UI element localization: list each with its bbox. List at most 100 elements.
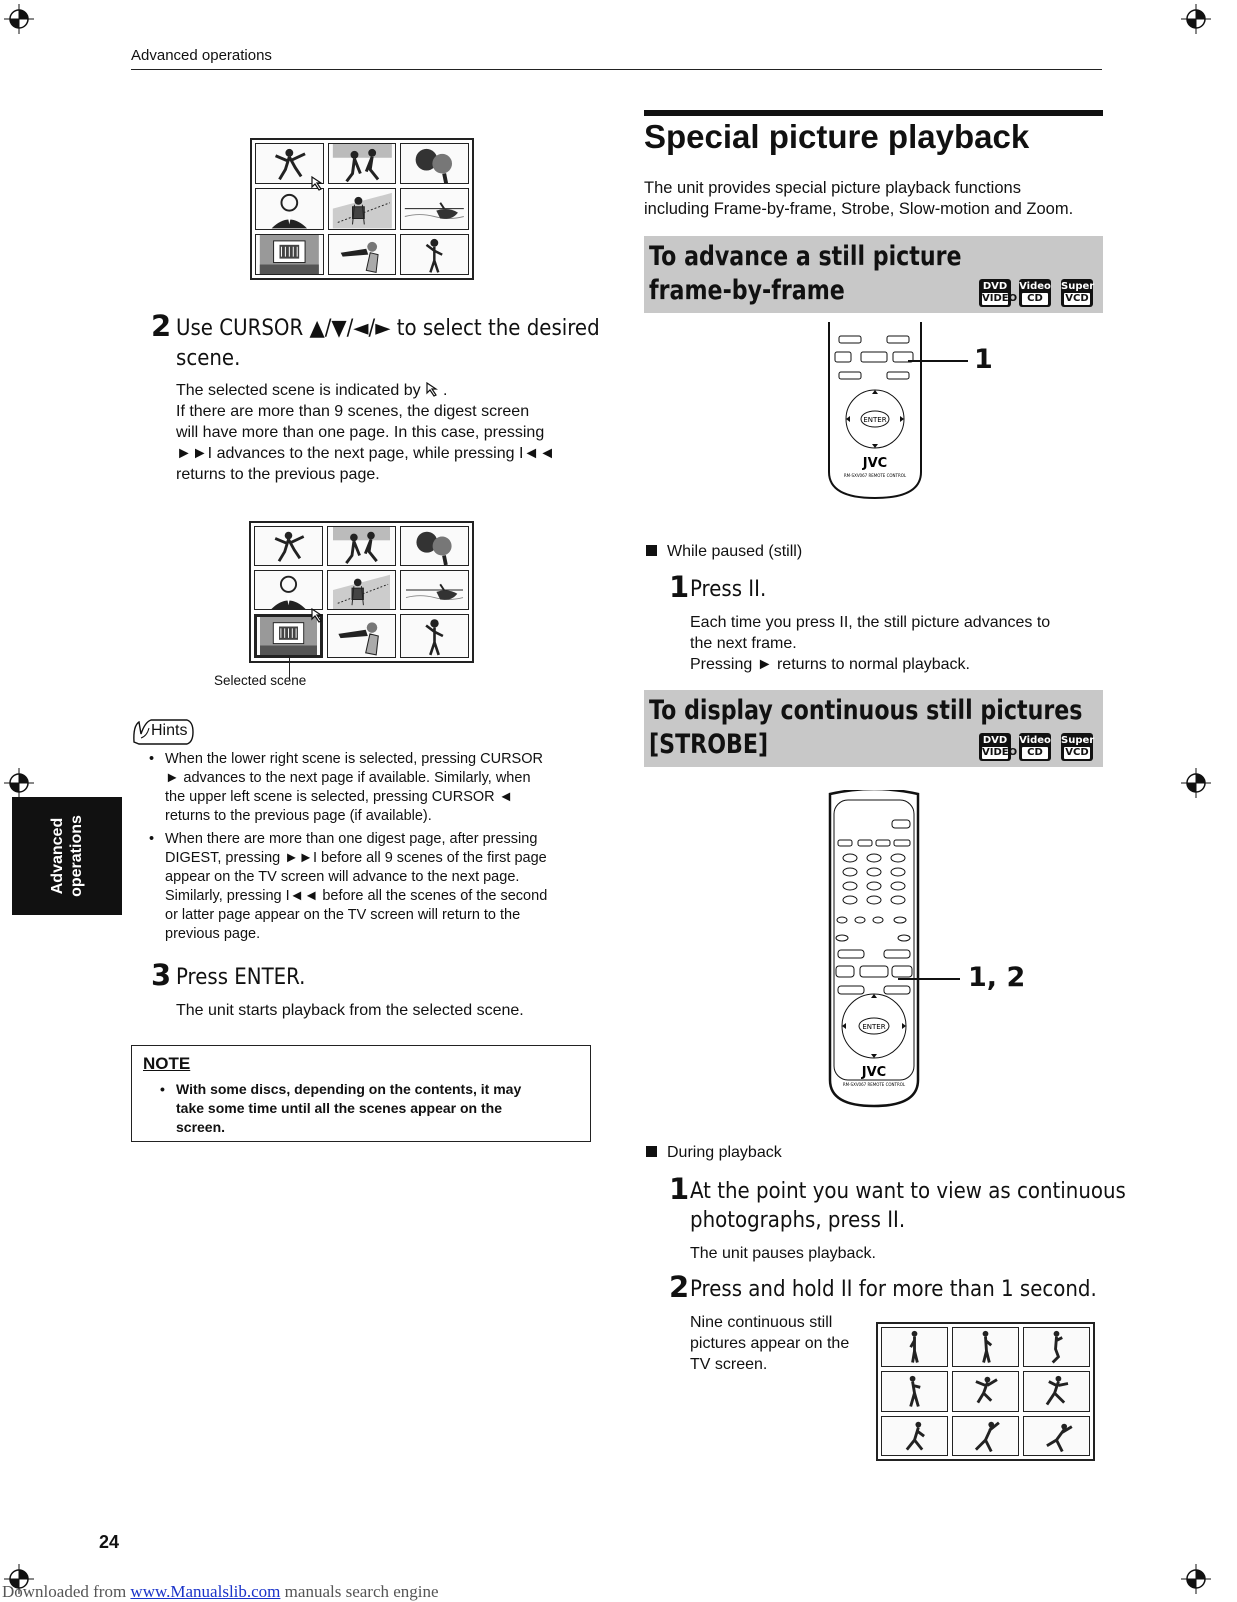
- square-bullet-icon: [646, 1146, 657, 1157]
- note-label: NOTE: [143, 1054, 191, 1073]
- scene-thumbnail: [400, 614, 469, 658]
- page-number: 24: [99, 1532, 120, 1552]
- strobe-frame: [952, 1371, 1019, 1412]
- step-title: Press and hold II for more than 1 second…: [690, 1277, 1097, 1302]
- remote-control-illustration: ENTER JVC RM-SXV067 REMOTE CONTROL: [828, 790, 920, 1108]
- caption-leader-line: [289, 658, 290, 680]
- scene-thumbnail: [327, 143, 397, 185]
- body-text: If there are more than 9 scenes, the dig…: [176, 403, 530, 420]
- list-item: When there are more than one digest page…: [147, 830, 597, 944]
- remote-model: RM-SXV067 REMOTE CONTROL: [844, 473, 907, 478]
- step-number: 3: [151, 958, 172, 992]
- body-text: The selected scene is indicated by .: [176, 381, 448, 399]
- scene-thumbnail: [327, 570, 396, 610]
- title-rule: [644, 110, 1103, 116]
- enter-button-label: ENTER: [863, 416, 886, 424]
- list-item: When the lower right scene is selected, …: [147, 750, 597, 826]
- step-number: 1: [669, 1172, 690, 1206]
- remote-brand: JVC: [861, 1065, 886, 1080]
- scene-thumbnail: [254, 526, 323, 566]
- scene-thumbnail: [327, 614, 396, 658]
- step-title-line1: At the point you want to view as continu…: [690, 1179, 1126, 1204]
- strobe-frame: [952, 1327, 1019, 1368]
- body-text: The unit starts playback from the select…: [176, 1002, 524, 1019]
- manualslib-link[interactable]: www.Manualslib.com: [130, 1582, 281, 1601]
- side-tab-line2: operations: [68, 815, 85, 897]
- registration-mark-icon: [1181, 4, 1211, 34]
- body-text: TV screen.: [690, 1356, 768, 1373]
- strobe-frame: [881, 1327, 948, 1368]
- step-title-line1: Use CURSOR ▲/▼/◄/► to select the desired: [176, 316, 600, 341]
- hints-label: Hints: [131, 716, 197, 746]
- scene-thumbnail: [327, 188, 397, 230]
- remote-model: RM-SXV067 REMOTE CONTROL: [843, 1082, 906, 1087]
- registration-mark-icon: [1181, 768, 1211, 798]
- scene-thumbnail-selected: [254, 614, 323, 658]
- body-text: Each time you press II, the still pictur…: [690, 614, 1051, 631]
- intro-text: including Frame-by-frame, Strobe, Slow-m…: [644, 200, 1074, 218]
- body-text: The unit pauses playback.: [690, 1245, 876, 1262]
- step-title-line2: scene.: [176, 346, 241, 371]
- registration-mark-icon: [4, 4, 34, 34]
- hints-list: When the lower right scene is selected, …: [147, 750, 597, 948]
- strobe-frame: [881, 1371, 948, 1412]
- header-rule: [131, 69, 1102, 70]
- intro-text: The unit provides special picture playba…: [644, 179, 1021, 197]
- strobe-frame: [1023, 1327, 1090, 1368]
- note-box: NOTE With some discs, depending on the c…: [131, 1045, 591, 1142]
- selection-cursor-icon: [311, 176, 323, 191]
- note-list: With some discs, depending on the conten…: [158, 1080, 578, 1137]
- condition-label: While paused (still): [646, 541, 802, 562]
- scene-thumbnail: [327, 526, 396, 566]
- digest-screen-illustration: [250, 138, 474, 280]
- step-number: 1: [669, 570, 690, 604]
- step-number: 2: [669, 1270, 690, 1304]
- strobe-screen-illustration: [876, 1322, 1095, 1461]
- callout-number: 1, 2: [968, 962, 1026, 993]
- remote-brand: JVC: [862, 456, 887, 471]
- section-heading-line1: To display continuous still pictures: [649, 695, 1083, 726]
- square-bullet-icon: [646, 545, 657, 556]
- scene-thumbnail: [255, 233, 324, 275]
- scene-thumbnail: [400, 233, 469, 275]
- footer-download-line: Downloaded from www.Manualslib.com manua…: [2, 1582, 439, 1601]
- hand-icon: [133, 719, 194, 745]
- body-text: Pressing ► returns to normal playback.: [690, 656, 970, 673]
- callout-line: [898, 978, 960, 980]
- selection-cursor-icon: [426, 381, 439, 397]
- section-heading-line2: frame-by-frame: [649, 275, 845, 306]
- strobe-frame: [1023, 1415, 1090, 1456]
- strobe-frame: [881, 1415, 948, 1456]
- side-tab: Advanced operations: [12, 797, 122, 915]
- body-text: the next frame.: [690, 635, 797, 652]
- registration-mark-icon: [4, 768, 34, 798]
- list-item: With some discs, depending on the conten…: [158, 1080, 578, 1137]
- section-heading-line2: [STROBE]: [649, 729, 769, 760]
- selection-cursor-icon: [311, 608, 323, 623]
- scene-thumbnail: [327, 233, 397, 275]
- running-header: Advanced operations: [131, 47, 272, 64]
- scene-thumbnail: [400, 143, 469, 185]
- section-heading-strobe: To display continuous still pictures [ST…: [644, 690, 1103, 767]
- step-number: 2: [151, 309, 172, 343]
- body-text: pictures appear on the: [690, 1335, 850, 1352]
- condition-label: During playback: [646, 1142, 782, 1163]
- remote-control-illustration: ENTER JVC RM-SXV067 REMOTE CONTROL: [828, 322, 922, 500]
- body-text: returns to the previous page.: [176, 466, 380, 483]
- digest-screen-illustration: [249, 521, 474, 663]
- body-text: will have more than one page. In this ca…: [176, 424, 545, 441]
- step-title: Press ENTER.: [176, 965, 306, 990]
- figure-caption: Selected scene: [214, 673, 307, 688]
- registration-mark-icon: [1181, 1564, 1211, 1594]
- scene-thumbnail: [254, 570, 323, 610]
- body-text: Nine continuous still: [690, 1314, 833, 1331]
- page-title: Special picture playback: [644, 118, 1030, 155]
- strobe-frame: [952, 1415, 1019, 1456]
- side-tab-line1: Advanced: [49, 817, 66, 895]
